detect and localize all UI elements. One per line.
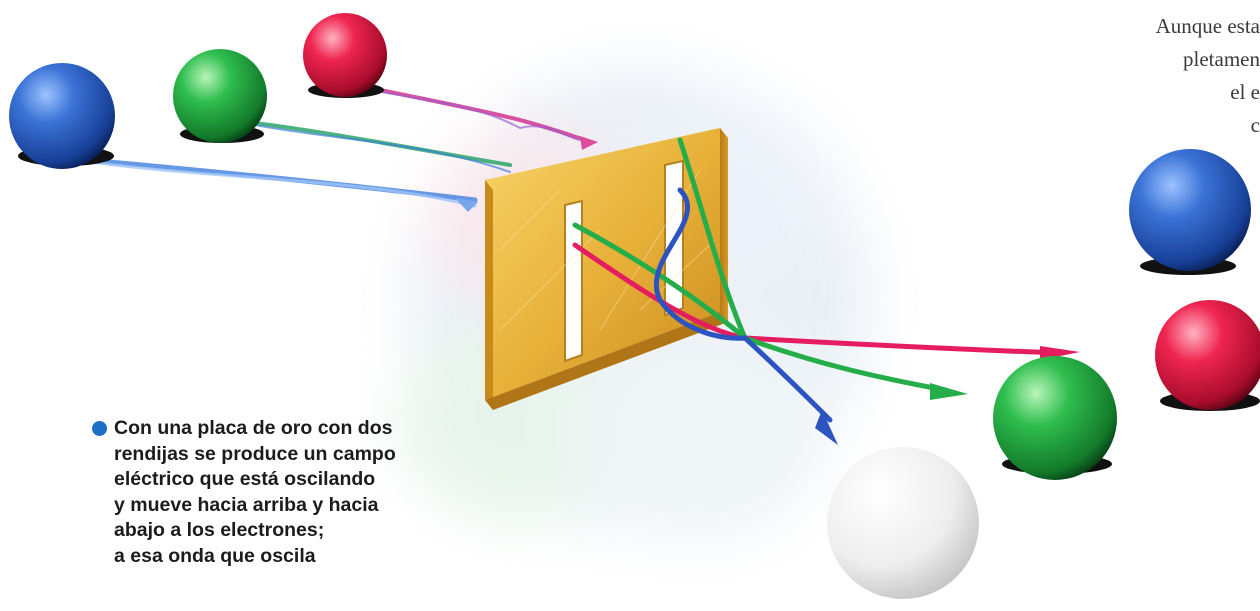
caption-line: abajo a los electrones; <box>114 519 325 541</box>
particle-sphere-icon <box>827 149 1260 599</box>
caption-line: y mueve hacia arriba y hacia <box>114 493 379 516</box>
side-text: Aunque esta pletamen el e c <box>960 10 1260 142</box>
arrow-trajectory-icon <box>572 137 1080 445</box>
caption-line: rendijas se produce un campo <box>114 442 396 465</box>
bullet-icon <box>92 421 107 436</box>
side-text-line: c <box>1250 113 1260 137</box>
caption-line: a esa onda que oscila <box>114 544 316 567</box>
caption-text: Con una placa de oro con dos rendijas se… <box>92 416 452 569</box>
side-text-line: Aunque esta <box>1155 14 1260 38</box>
caption-line: Con una placa de oro con dos <box>114 417 393 439</box>
particle-sphere-icon <box>9 13 387 169</box>
side-text-line: pletamen <box>1183 47 1260 71</box>
side-text-line: el e <box>1230 80 1260 104</box>
caption-line: eléctrico que está oscilando <box>114 468 376 490</box>
